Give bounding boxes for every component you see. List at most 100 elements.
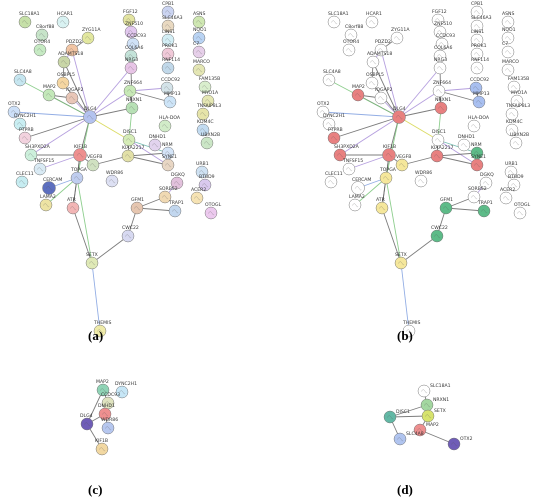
node-label: DNHD1 — [458, 134, 475, 140]
node-circle — [470, 158, 484, 172]
node-circle — [505, 123, 519, 137]
node-circle — [33, 43, 47, 57]
node-label: SORBS2 — [468, 186, 487, 192]
node-label: RNF114 — [162, 57, 180, 63]
node-circle — [83, 110, 97, 124]
node-d-otx2: OTX2 — [447, 436, 473, 451]
node-circle — [66, 201, 80, 215]
edge-a-12 — [13, 111, 91, 118]
protein-structure-icon — [85, 36, 92, 41]
node-label: OSBPL5 — [57, 72, 75, 78]
node-a-ptprb: PTPRB — [18, 127, 34, 145]
protein-structure-icon — [126, 138, 133, 143]
node-label: SH3PXD2A — [334, 144, 360, 150]
protein-structure-icon — [43, 203, 50, 208]
node-label: MAP2 — [96, 379, 109, 385]
node-label: HLA-DOA — [159, 115, 181, 121]
protein-structure-icon — [476, 100, 483, 105]
protein-structure-icon — [397, 437, 404, 442]
node-circle — [504, 165, 518, 179]
protein-structure-icon — [165, 24, 172, 29]
protein-structure-icon — [437, 54, 444, 59]
protein-structure-icon — [505, 36, 512, 41]
protein-structure-icon — [517, 211, 524, 216]
protein-structure-icon — [102, 412, 109, 417]
protein-structure-icon — [383, 176, 390, 181]
node-label: ACER2 — [500, 187, 515, 193]
node-label: KIF1B — [74, 144, 87, 150]
edge-a-7 — [19, 79, 91, 118]
node-circle — [510, 94, 524, 108]
protein-structure-icon — [328, 180, 335, 185]
protein-structure-icon — [337, 153, 344, 158]
protein-structure-icon — [174, 181, 181, 186]
node-a-hla-doa: HLA-DOA — [158, 115, 181, 133]
protein-structure-icon — [394, 36, 401, 41]
node-label: WDR86 — [101, 417, 118, 423]
node-a-clec11: CLEC11 — [15, 171, 34, 189]
protein-structure-icon — [100, 388, 107, 393]
node-label: DYNC2H1 — [14, 113, 36, 119]
protein-structure-icon — [165, 151, 172, 156]
node-circle — [470, 33, 484, 47]
protein-structure-icon — [69, 96, 76, 101]
node-label: DGKQ — [171, 172, 185, 178]
node-label: PDZD2 — [66, 39, 82, 45]
node-a-kdm4c: KDM4C — [196, 119, 214, 137]
node-label: ADAMTS18 — [58, 51, 83, 57]
node-label: PROK1 — [471, 43, 487, 49]
protein-structure-icon — [399, 163, 406, 168]
node-a-c8orf88: C8orf88 — [35, 24, 54, 42]
node-label: KIAA2217 — [431, 145, 454, 151]
protein-structure-icon — [165, 38, 172, 43]
node-label: NQO1 — [502, 27, 516, 33]
edge-b-3 — [398, 107, 442, 118]
node-circle — [65, 91, 79, 105]
edge-b-10 — [339, 116, 400, 156]
node-a-sorbs2: SORBS2 — [158, 186, 178, 204]
node-label: MMP13 — [164, 91, 181, 97]
node-b-zyg11a: ZYG11A — [390, 27, 410, 45]
node-a-slc4a8: SLC4A8 — [13, 69, 32, 87]
node-label: TNFSF15 — [342, 158, 363, 164]
node-b-tnfaip8l3: TNFAIP8L3 — [505, 103, 530, 121]
node-label: C7 — [193, 41, 199, 47]
node-label: NRG3 — [125, 57, 138, 63]
node-label: MAP2 — [43, 84, 56, 90]
node-b-cpb1: CPB1 — [470, 1, 484, 19]
node-a-kif1b: KIF1B — [73, 144, 87, 162]
node-circle — [160, 81, 174, 95]
edge-b-15 — [438, 90, 480, 103]
node-circle — [395, 158, 409, 172]
node-circle — [351, 181, 365, 195]
node-b-cwc22: CWC22 — [430, 225, 448, 243]
node-label: FGF12 — [432, 9, 447, 15]
node-circle — [435, 37, 449, 51]
protein-structure-icon — [331, 136, 338, 141]
node-circle — [374, 43, 388, 57]
protein-structure-icon — [443, 206, 450, 211]
node-circle — [161, 158, 175, 172]
node-b-topga: TOPGA — [379, 167, 397, 185]
protein-structure-icon — [97, 329, 104, 334]
node-circle — [402, 324, 416, 338]
node-circle — [33, 162, 47, 176]
node-label: TRAP1 — [477, 200, 493, 206]
edge-b-13 — [380, 49, 400, 118]
node-circle — [509, 136, 523, 150]
node-a-nrxn1: NRXN1 — [125, 97, 142, 115]
node-circle — [366, 55, 380, 69]
edge-b-2 — [333, 116, 400, 139]
protein-structure-icon — [61, 60, 68, 65]
node-label: COL6A6 — [434, 45, 452, 51]
protein-structure-icon — [474, 24, 481, 29]
node-circle — [161, 33, 175, 47]
node-label: CCDC93 — [436, 33, 455, 39]
node-a-fgf12: FGF12 — [122, 9, 138, 27]
node-circle — [439, 201, 453, 215]
node-a-otogl: OTOGL — [204, 202, 222, 220]
node-label: DISC1 — [432, 129, 446, 135]
node-circle — [198, 80, 212, 94]
edge-a-46 — [76, 177, 93, 264]
node-circle — [342, 162, 356, 176]
